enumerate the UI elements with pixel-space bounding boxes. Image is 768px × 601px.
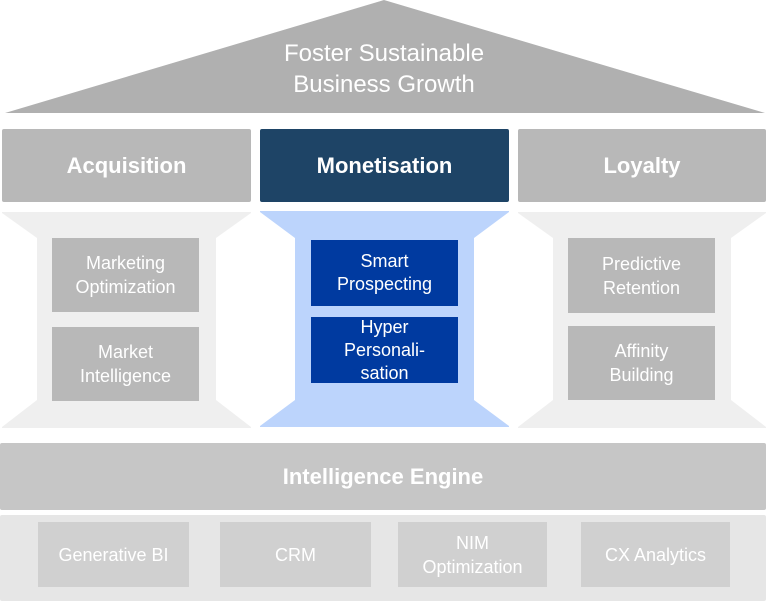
foundation-item-cx-analytics: CX Analytics (581, 522, 730, 587)
item-line: sation (360, 362, 409, 383)
item-line: Hyper (360, 316, 409, 337)
pillar-item-affinity-building: Affinity Building (568, 326, 715, 400)
item-line: Optimization (75, 277, 176, 297)
item-line: NIM (455, 532, 489, 553)
pillar-item-market-intelligence: Market Intelligence (52, 327, 199, 401)
item-line: Building (609, 365, 674, 385)
roof-title-line1: Foster Sustainable (283, 40, 485, 67)
roof-title: Foster Sustainable Business Growth (184, 38, 584, 100)
pillar-header-acquisition: Acquisition (2, 129, 251, 202)
pillar-header-label: Loyalty (603, 152, 681, 178)
pillar-item-smart-prospecting: Smart Prospecting (311, 240, 458, 306)
item-line: CX Analytics (604, 544, 707, 565)
pillar-item-hyper-personalisation: Hyper Personali- sation (311, 317, 458, 383)
item-line: Marketing (85, 253, 165, 273)
pillar-item-marketing-optimization: Marketing Optimization (52, 238, 199, 312)
item-line: Personali- (343, 339, 426, 360)
item-line: Retention (602, 277, 681, 298)
pillar-header-monetisation: Monetisation (260, 129, 509, 202)
item-line: Optimization (422, 556, 523, 577)
item-line: Affinity (614, 341, 669, 361)
intelligence-engine-label: Intelligence Engine (282, 463, 484, 489)
item-line: Intelligence (79, 366, 172, 386)
pillar-header-loyalty: Loyalty (518, 129, 766, 202)
item-line: Predictive (601, 253, 682, 274)
roof-shape (5, 0, 765, 113)
item-line: Smart (360, 251, 409, 271)
item-line: Generative BI (58, 544, 169, 565)
pillar-item-predictive-retention: Predictive Retention (568, 238, 715, 313)
foundation-item-generative-bi: Generative BI (38, 522, 189, 587)
foundation-item-crm: CRM (220, 522, 371, 587)
roof-title-line2: Business Growth (293, 71, 475, 98)
pillar-header-label: Acquisition (66, 152, 187, 178)
intelligence-engine-bar: Intelligence Engine (0, 443, 766, 510)
item-line: CRM (275, 544, 316, 565)
pillar-header-label: Monetisation (316, 152, 453, 178)
item-line: Prospecting (336, 274, 433, 294)
item-line: Market (97, 342, 153, 362)
foundation-item-nim-optimization: NIM Optimization (398, 522, 547, 587)
